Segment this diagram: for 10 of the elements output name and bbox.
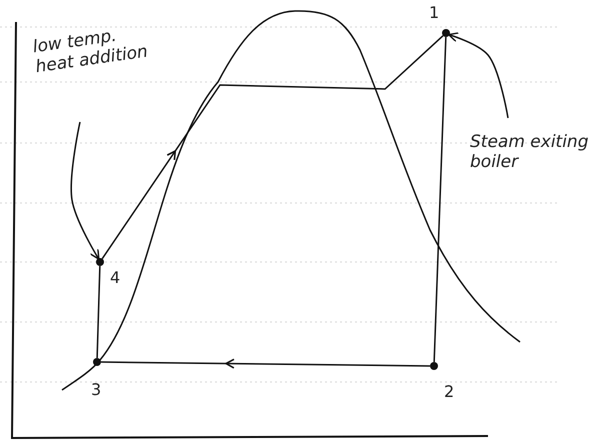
- point-number: 1: [429, 3, 440, 22]
- state-point: [93, 358, 101, 366]
- point-number: 4: [110, 268, 120, 287]
- annotation-text: low temp. heat addition: [32, 24, 150, 78]
- point-number: 2: [444, 382, 454, 401]
- annotation-text: Steam exiting boiler: [470, 133, 590, 172]
- state-point: [96, 258, 104, 266]
- state-point: [430, 362, 438, 370]
- state-point: [442, 29, 450, 37]
- point-number: 3: [91, 380, 102, 399]
